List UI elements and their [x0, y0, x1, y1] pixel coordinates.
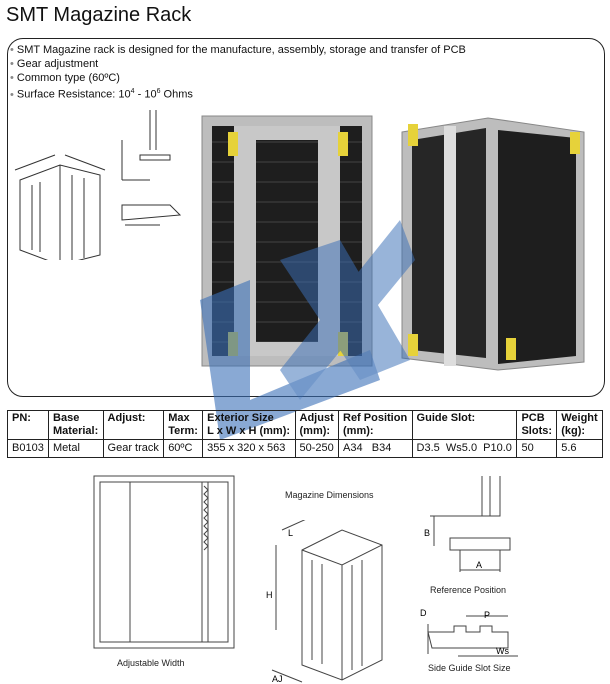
watermark-logo: [200, 220, 415, 440]
cell-max-term: 60ºC: [163, 439, 204, 458]
cell-material: Metal: [48, 439, 104, 458]
cell-adjust: Gear track: [102, 439, 165, 458]
cell-weight: 5.6: [556, 439, 603, 458]
caption-side-guide-slot: Side Guide Slot Size: [428, 663, 511, 673]
feature-item: Gear adjustment: [10, 57, 466, 71]
feature-item: Common type (60ºC): [10, 71, 466, 85]
caption-reference-position: Reference Position: [430, 585, 507, 595]
feature-list: SMT Magazine rack is designed for the ma…: [10, 43, 466, 102]
dim-label-L: L: [288, 528, 293, 538]
cell-pn: B0103: [6, 439, 50, 458]
header-adjust-mm: Adjust(mm):: [294, 410, 340, 440]
cell-ref-position: A34 B34: [338, 439, 413, 458]
adjustable-width-diagram: [93, 475, 235, 649]
exponent: 4: [130, 88, 135, 95]
header-guide-slot: Guide Slot:: [411, 410, 518, 440]
dim-label-Ws: Ws: [496, 646, 509, 656]
side-guide-slot-diagram: D P Ws: [420, 608, 518, 657]
magazine-dimensions-diagram: L H AJ: [266, 520, 383, 684]
caption-adjustable-width: Adjustable Width: [117, 658, 185, 668]
dim-label-B: B: [424, 528, 430, 538]
cell-exterior-size: 355 x 320 x 563: [202, 439, 296, 458]
table-row: B0103 Metal Gear track 60ºC 355 x 320 x …: [6, 439, 603, 458]
exponent: 6: [156, 88, 161, 95]
cell-guide-slot: D3.5 Ws5.0 P10.0: [411, 439, 518, 458]
dim-label-D: D: [420, 608, 427, 618]
resistance-label: Surface Resistance: 10: [16, 88, 131, 101]
dim-label-P: P: [484, 610, 490, 620]
page-title: SMT Magazine Rack: [6, 4, 192, 26]
resistance-unit: Ohms: [160, 88, 193, 101]
dim-label-H: H: [266, 590, 273, 600]
header-ref-position: Ref Position(mm):: [338, 410, 413, 440]
header-weight: Weight(kg):: [556, 410, 603, 440]
rack-line-drawings: [14, 110, 182, 260]
dim-label-A: A: [476, 560, 482, 570]
caption-magazine-dimensions: Magazine Dimensions: [285, 490, 374, 500]
cell-pcb-slots: 50: [516, 439, 558, 458]
feature-item: Surface Resistance: 104 - 106 Ohms: [10, 85, 466, 102]
reference-position-diagram: B A: [424, 476, 511, 572]
cell-adjust-mm: 50-250: [294, 439, 340, 458]
header-pn: PN:: [6, 410, 50, 440]
resistance-mid: - 10: [134, 88, 157, 101]
feature-item: SMT Magazine rack is designed for the ma…: [10, 43, 466, 57]
header-adjust: Adjust:: [102, 410, 165, 440]
dim-label-AJ: AJ: [272, 674, 283, 684]
rack-photo-angle: [401, 117, 585, 371]
